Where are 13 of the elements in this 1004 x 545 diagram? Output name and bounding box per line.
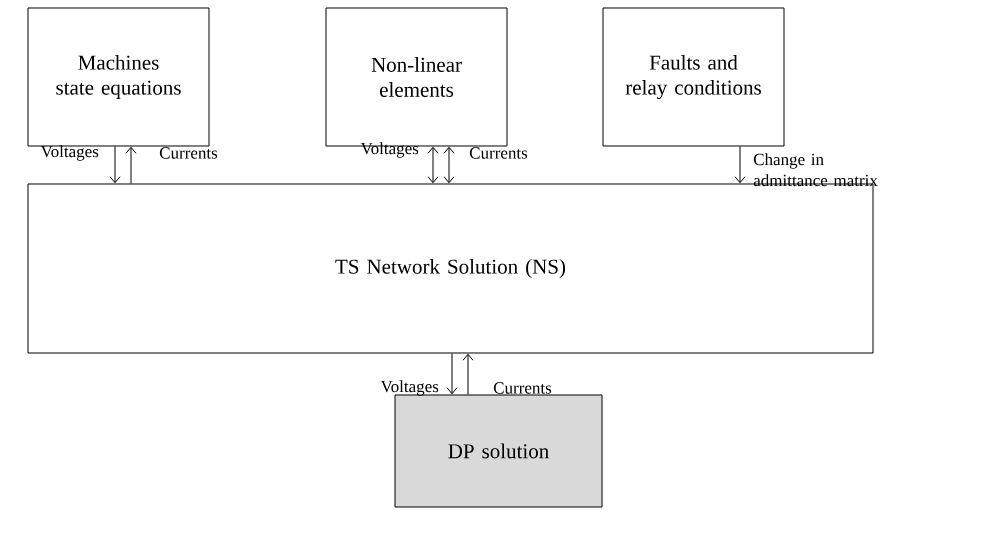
arrow <box>109 146 121 184</box>
arrow <box>125 146 137 184</box>
arrow <box>462 353 474 395</box>
arrow <box>734 146 746 184</box>
arrow <box>427 146 439 184</box>
edge-label: Voltages <box>40 145 99 161</box>
arrow <box>446 353 458 395</box>
edge-label: Currents <box>493 382 552 394</box>
arrow <box>443 146 455 184</box>
edge-label: Voltages <box>380 380 439 396</box>
edge-label: Currents <box>469 147 528 159</box>
edge-label: Currents <box>159 147 218 159</box>
process-box: Faults and relay conditions <box>602 7 785 147</box>
